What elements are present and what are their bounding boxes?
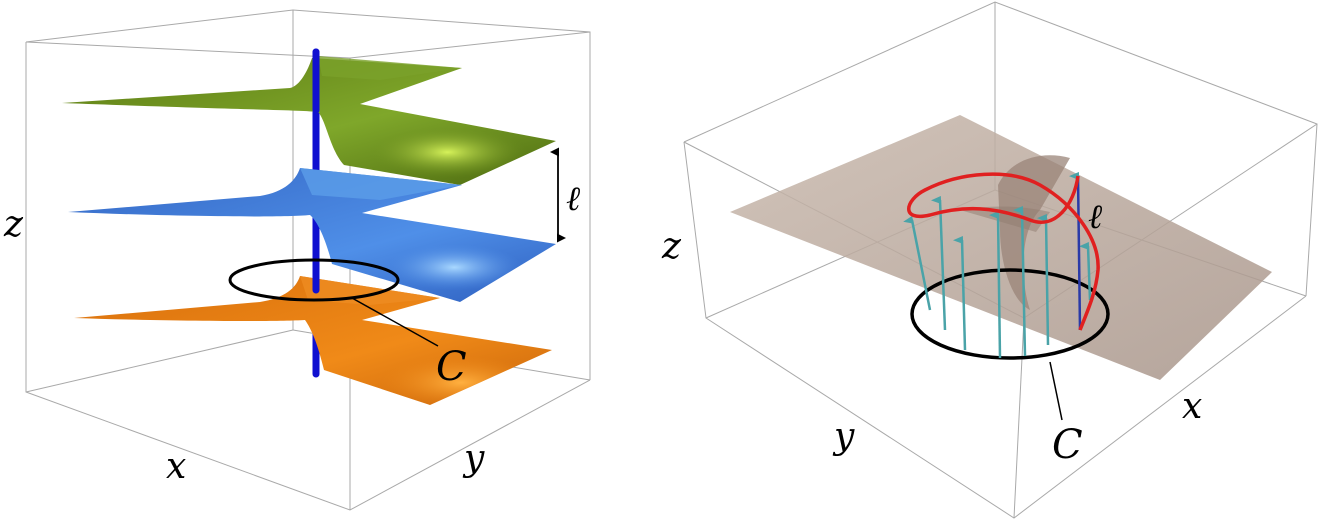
loop-c-leader xyxy=(351,297,439,347)
loop-c-right xyxy=(910,268,1110,360)
loop-c xyxy=(228,258,400,302)
bottom-sheet xyxy=(74,276,552,405)
field-arrow xyxy=(1079,241,1092,301)
field-arrow xyxy=(903,215,932,311)
lifted-curve xyxy=(907,172,1100,331)
loop-c-label: C xyxy=(436,344,467,390)
spacing-label: ℓ xyxy=(566,179,580,219)
axis-y-label: y xyxy=(462,438,485,479)
field-arrow xyxy=(953,235,967,351)
last-field-arrow xyxy=(1069,171,1082,331)
axis-z-label-right: z xyxy=(661,226,682,267)
field-arrow xyxy=(989,210,1002,359)
axis-z-label: z xyxy=(3,204,24,245)
spacing-label-right: ℓ xyxy=(1088,197,1102,237)
field-arrow xyxy=(931,195,947,331)
axis-x-label: x xyxy=(166,446,186,487)
field-arrows xyxy=(903,171,1092,359)
field-arrow xyxy=(1037,213,1050,346)
loop-c-right-leader xyxy=(1049,361,1063,421)
field-arrow xyxy=(1013,205,1027,357)
top-sheet xyxy=(62,56,556,185)
right-panel: ℓ C z y x xyxy=(661,1,1318,519)
axis-y-label-right: y xyxy=(832,416,855,457)
middle-sheet xyxy=(68,168,556,302)
left-panel: C ℓ z x y xyxy=(3,9,591,511)
axis-x-label-right: x xyxy=(1182,386,1202,427)
loop-c-right-label: C xyxy=(1052,422,1083,468)
